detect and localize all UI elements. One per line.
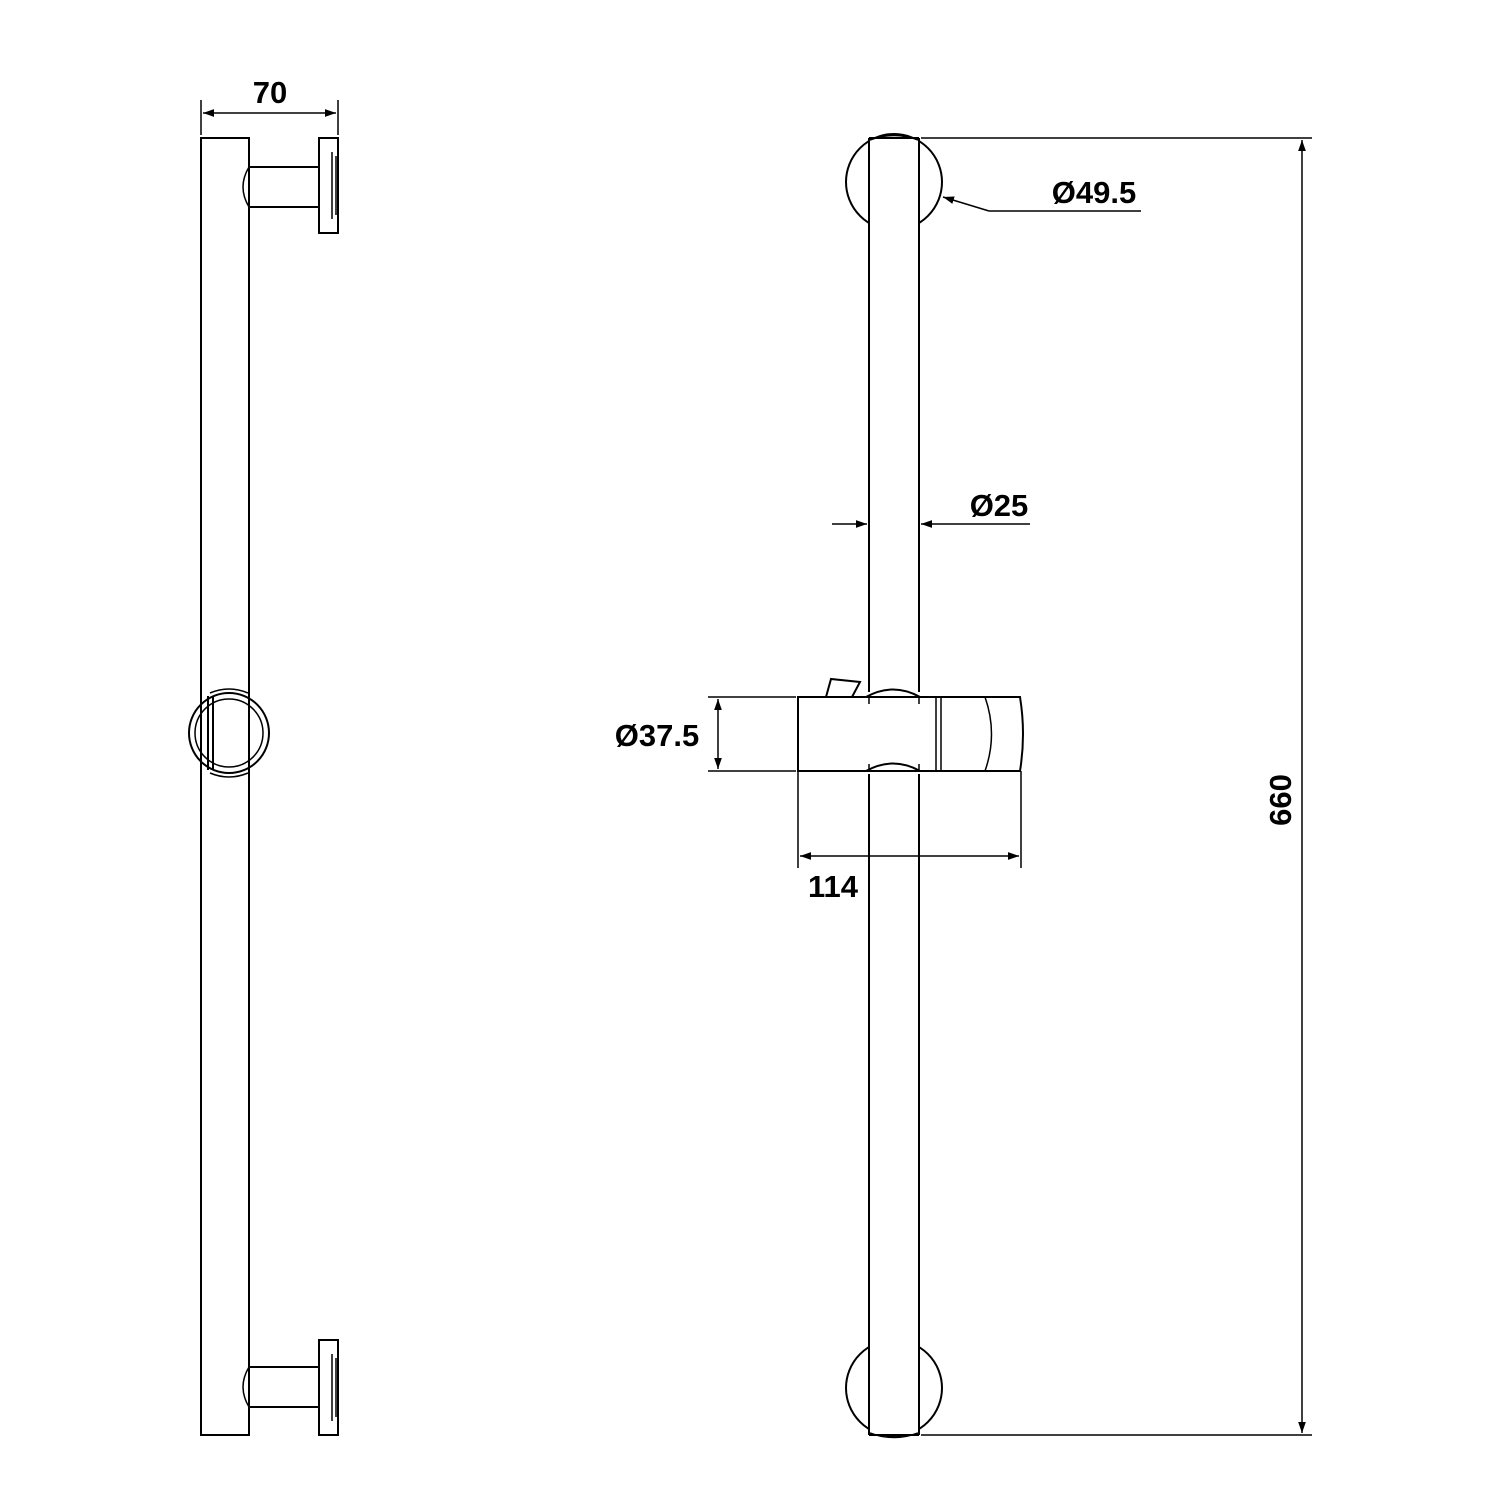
side-holder: [188, 688, 270, 778]
dim-rail-diameter: Ø25: [832, 488, 1030, 528]
front-view: Ø49.5 Ø25 Ø37.5 114 660: [615, 133, 1312, 1439]
dim-70-label: 70: [253, 75, 287, 110]
dim-rail-length-label: 660: [1263, 774, 1298, 826]
dim-holder-length-label: 114: [808, 869, 859, 904]
dim-rail-diameter-label: Ø25: [970, 488, 1029, 523]
front-rail: [868, 134, 920, 1439]
dim-bracket-diameter: Ø49.5: [942, 175, 1141, 212]
dim-rail-length: 660: [921, 137, 1312, 1436]
dim-holder-length: 114: [797, 771, 1022, 904]
side-rail: [200, 137, 250, 1436]
dim-holder-diameter-label: Ø37.5: [615, 718, 699, 753]
dim-bracket-diameter-label: Ø49.5: [1052, 175, 1136, 210]
side-view: 70: [188, 75, 339, 1436]
dim-holder-diameter: Ø37.5: [615, 696, 796, 772]
side-bottom-bracket: [242, 1339, 339, 1436]
dim-70: 70: [200, 75, 339, 135]
front-holder: [797, 677, 1024, 772]
side-top-bracket: [242, 137, 339, 234]
